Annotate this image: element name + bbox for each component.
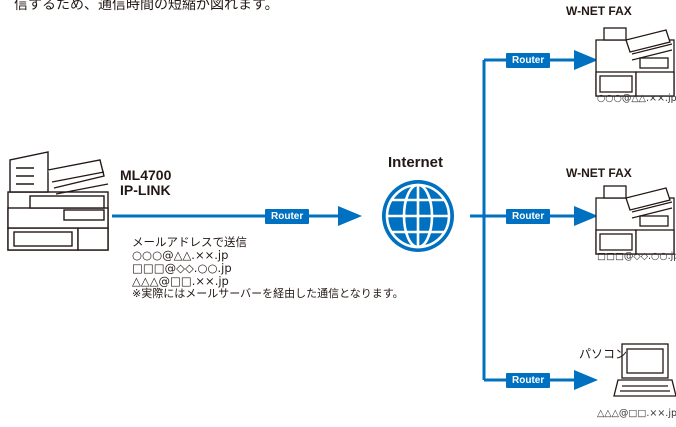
router-label-bottom: Router bbox=[506, 373, 551, 388]
mail-address-2: □□□@◇◇.○○.jp bbox=[132, 261, 232, 275]
intro-text: 信するため、通信時間の短縮が図れます。 bbox=[14, 0, 279, 13]
fax-top-title: W-NET FAX bbox=[566, 4, 632, 18]
sender-arrow bbox=[338, 206, 362, 226]
fax-middle-address: □□□@◇◇.○○.jp bbox=[597, 251, 676, 262]
mail-address-1: ○○○@△△.××.jp bbox=[132, 248, 229, 262]
mail-address-3: △△△@□□.××.jp bbox=[132, 274, 229, 288]
fax-icon-middle bbox=[595, 185, 675, 255]
branch-bottom-arrow bbox=[574, 370, 598, 390]
fax-middle-title: W-NET FAX bbox=[566, 166, 632, 180]
computer-icon bbox=[613, 343, 676, 397]
mail-server-note: ※実際にはメールサーバーを経由した通信となります。 bbox=[132, 287, 404, 300]
sender-name-line1: ML4700 bbox=[120, 167, 172, 183]
router-label-main: Router bbox=[265, 209, 310, 224]
sender-name-line2: IP-LINK bbox=[120, 182, 171, 198]
pc-title: パソコン bbox=[579, 347, 628, 361]
router-label-top: Router bbox=[506, 53, 551, 68]
pc-address: △△△@□□.××.jp bbox=[597, 408, 676, 419]
mfp-sender-icon bbox=[7, 151, 109, 251]
branch-top-arrow bbox=[574, 50, 598, 70]
fax-top-address: ○○○@△△.××.jp bbox=[597, 93, 676, 104]
mail-heading: メールアドレスで送信 bbox=[132, 235, 247, 249]
internet-label: Internet bbox=[388, 154, 444, 171]
globe-icon bbox=[382, 180, 454, 252]
router-label-middle: Router bbox=[506, 209, 551, 224]
branch-mid-arrow bbox=[574, 206, 598, 226]
fax-icon-top bbox=[595, 27, 675, 97]
